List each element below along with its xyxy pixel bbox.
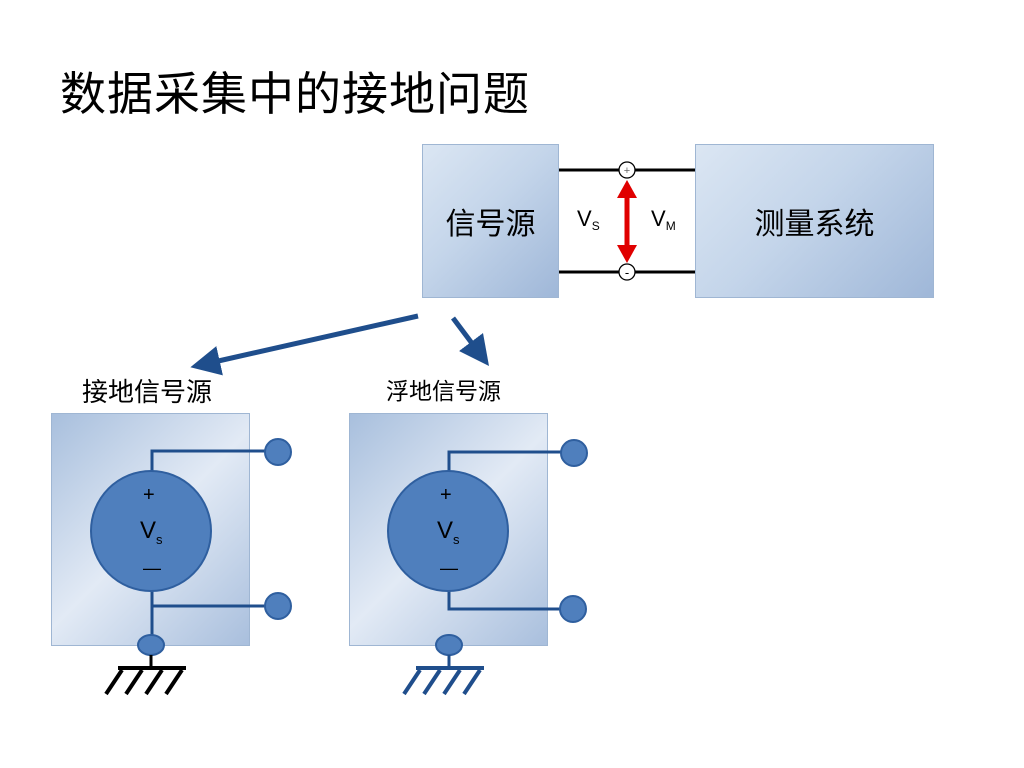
grounded-circuit <box>90 438 292 696</box>
floating-ground-node <box>435 634 463 656</box>
grounded-terminal-top <box>264 438 292 466</box>
signal-source-box: 信号源 <box>422 144 559 298</box>
vm-label: VM <box>651 206 676 233</box>
floating-terminal-top <box>560 439 588 467</box>
plus-terminal: + <box>618 161 636 179</box>
grounded-source-label: 接地信号源 <box>82 378 213 408</box>
floating-source-label: 浮地信号源 <box>386 379 501 405</box>
svg-text:-: - <box>625 265 629 280</box>
arrow-to-floating <box>451 316 489 366</box>
arrow-to-grounded <box>190 313 419 376</box>
floating-minus: — <box>440 558 458 578</box>
slide-title: 数据采集中的接地问题 <box>60 67 530 121</box>
measurement-system-box: 测量系统 <box>695 144 934 298</box>
voltage-arrow <box>617 180 637 263</box>
floating-voltage-source <box>387 470 509 592</box>
grounded-ground-node <box>137 634 165 656</box>
floating-v-label: Vs <box>437 517 460 547</box>
vs-label: VS <box>577 206 600 233</box>
grounded-terminal-bottom <box>264 592 292 620</box>
floating-plus: + <box>440 484 452 506</box>
signal-source-label: 信号源 <box>445 207 536 242</box>
svg-text:+: + <box>624 165 630 177</box>
grounded-minus: — <box>143 558 161 578</box>
grounded-v-label: Vs <box>140 517 163 547</box>
grounded-voltage-source <box>90 470 212 592</box>
floating-terminal-bottom <box>559 595 587 623</box>
measurement-system-label: 测量系统 <box>754 207 875 242</box>
floating-circuit <box>387 439 588 696</box>
minus-terminal: - <box>618 263 636 281</box>
grounded-plus: + <box>143 484 155 506</box>
